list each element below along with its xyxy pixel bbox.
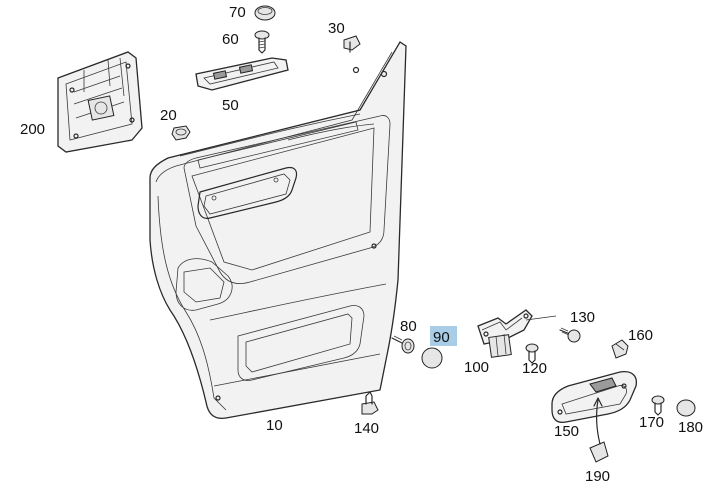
label-10: 10: [266, 417, 283, 434]
part-160-clip: [611, 339, 629, 359]
label-30: 30: [328, 20, 345, 37]
part-190-insert: [589, 397, 609, 463]
part-130-screw: [559, 327, 581, 343]
label-130: 130: [570, 309, 595, 326]
label-100: 100: [464, 359, 489, 376]
part-200-bracket: [57, 51, 143, 153]
label-170: 170: [639, 414, 664, 431]
label-120: 120: [522, 360, 547, 377]
part-10-door-panel: [149, 41, 407, 420]
label-200: 200: [20, 121, 45, 138]
part-90-cap: [421, 347, 443, 369]
label-60: 60: [222, 31, 239, 48]
label-90: 90: [433, 329, 450, 346]
part-60-screw: [254, 30, 270, 54]
part-120-screw: [525, 343, 539, 364]
part-labels: 70 60 30 50 20 200 10 80 90 100 120 130 …: [20, 4, 703, 485]
part-180-cap: [676, 399, 696, 417]
part-100-mechanism: [477, 309, 557, 358]
part-80-screw: [391, 335, 415, 354]
label-190: 190: [585, 468, 610, 485]
label-80: 80: [400, 318, 417, 335]
part-70-cap: [254, 5, 276, 21]
part-50-cover: [195, 57, 289, 91]
label-180: 180: [678, 419, 703, 436]
part-150-door-handle: [551, 370, 638, 424]
label-150: 150: [554, 423, 579, 440]
label-90-highlight: [430, 326, 457, 346]
label-70: 70: [229, 4, 246, 21]
part-170-screw: [651, 395, 665, 416]
part-30-clip: [343, 35, 361, 53]
label-140: 140: [354, 420, 379, 437]
part-140-screw: [361, 391, 379, 415]
part-20-grommet: [171, 125, 191, 141]
label-160: 160: [628, 327, 653, 344]
label-20: 20: [160, 107, 177, 124]
label-50: 50: [222, 97, 239, 114]
